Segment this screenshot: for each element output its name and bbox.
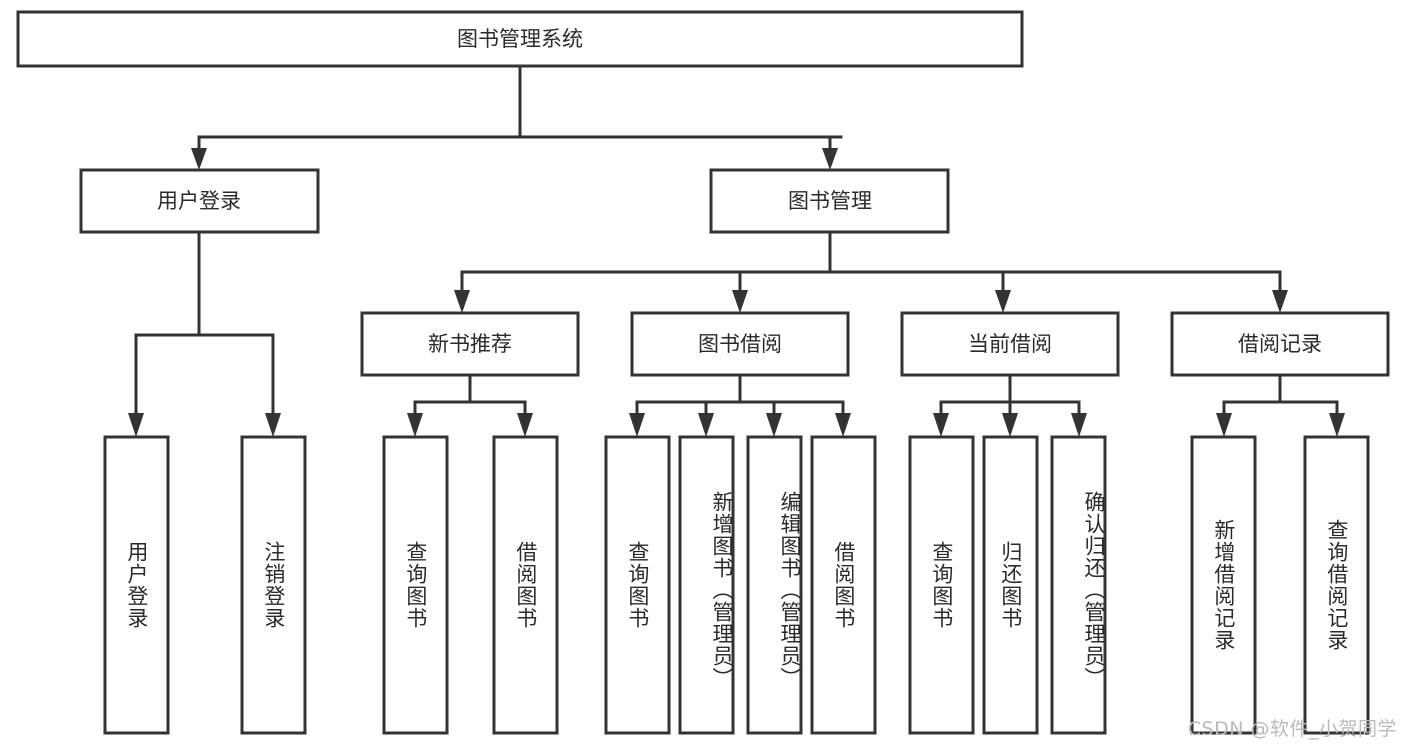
node-book-manage-box[interactable] (709, 168, 950, 234)
node-book-manage[interactable]: 图书管理 (709, 168, 950, 234)
node-new-book-rec-label: 新书推荐 (428, 332, 512, 356)
arrow-head-book-borrow (732, 290, 748, 313)
arrow-head-leaf-rec-query (407, 413, 423, 437)
arrow-head-leaf-user-login (128, 413, 144, 437)
connector-root-to-level2 (191, 64, 843, 170)
node-user-login[interactable]: 用户登录 (79, 168, 320, 234)
node-leaf-rec-search-box[interactable] (1303, 435, 1370, 735)
arrow-head-new-book-rec (454, 290, 470, 313)
node-book-borrow[interactable]: 图书借阅 (630, 311, 850, 377)
node-book-manage-label: 图书管理 (788, 189, 872, 213)
arrow-head-book-manage (822, 148, 838, 170)
node-borrow-record-box[interactable] (1170, 311, 1390, 377)
node-current-borrow-label: 当前借阅 (968, 332, 1052, 356)
node-user-login-label: 用户登录 (157, 189, 241, 213)
csdn-watermark: CSDN @软件_小贺同学 (1187, 718, 1397, 740)
node-root[interactable]: 图书管理系统 (16, 10, 1024, 68)
node-leaf-rec-query-box[interactable] (382, 435, 449, 735)
arrow-head-leaf-cur-query (933, 413, 949, 437)
arrow-head-leaf-borrow-add (698, 413, 714, 437)
arrow-head-leaf-rec-search (1329, 413, 1345, 437)
node-leaf-borrow-edit-box[interactable] (746, 435, 803, 735)
connector-user-login-to-leaves (128, 230, 281, 437)
node-book-borrow-box[interactable] (630, 311, 850, 377)
arrow-head-leaf-rec-add (1216, 413, 1232, 437)
arrow-head-leaf-cur-confirm (1071, 413, 1087, 437)
node-book-borrow-label: 图书借阅 (698, 332, 782, 356)
connector-new-book-rec-to-leaves (407, 373, 533, 437)
connector-borrow-record-to-leaves (1216, 373, 1345, 437)
connector-book-manage-to-level3 (454, 230, 1288, 313)
arrow-head-leaf-borrow-edit (766, 413, 782, 437)
arrow-head-leaf-user-logout (265, 413, 281, 437)
node-borrow-record-label: 借阅记录 (1238, 332, 1322, 356)
node-borrow-record[interactable]: 借阅记录 (1170, 311, 1390, 377)
node-root-label: 图书管理系统 (457, 27, 583, 51)
node-current-borrow-box[interactable] (900, 311, 1120, 377)
arrow-head-leaf-cur-return (1002, 413, 1018, 437)
node-leaf-rec-borrow-box[interactable] (492, 435, 559, 735)
node-leaf-rec-add-box[interactable] (1190, 435, 1257, 735)
arrow-head-user-login (191, 148, 207, 170)
node-leaf-user-login-box[interactable] (103, 435, 170, 735)
node-leaf-borrow-lend-box[interactable] (810, 435, 877, 735)
node-new-book-rec[interactable]: 新书推荐 (360, 311, 580, 377)
node-leaf-cur-confirm-box[interactable] (1050, 435, 1107, 735)
node-leaf-cur-query-box[interactable] (908, 435, 975, 735)
arrow-head-leaf-rec-borrow (517, 413, 533, 437)
arrow-head-current-borrow (995, 290, 1011, 313)
node-root-box[interactable] (16, 10, 1024, 68)
connector-current-borrow-to-leaves (933, 373, 1087, 437)
node-user-login-box[interactable] (79, 168, 320, 234)
node-new-book-rec-box[interactable] (360, 311, 580, 377)
arrow-head-borrow-record (1272, 290, 1288, 313)
arrow-head-leaf-borrow-lend (835, 413, 851, 437)
node-leaf-cur-return-box[interactable] (982, 435, 1039, 735)
node-leaf-borrow-query-box[interactable] (604, 435, 671, 735)
arrow-head-leaf-borrow-query (629, 413, 645, 437)
node-leaf-user-logout-box[interactable] (240, 435, 307, 735)
connector-book-borrow-to-leaves (629, 373, 851, 437)
node-leaf-borrow-add-box[interactable] (678, 435, 735, 735)
node-current-borrow[interactable]: 当前借阅 (900, 311, 1120, 377)
